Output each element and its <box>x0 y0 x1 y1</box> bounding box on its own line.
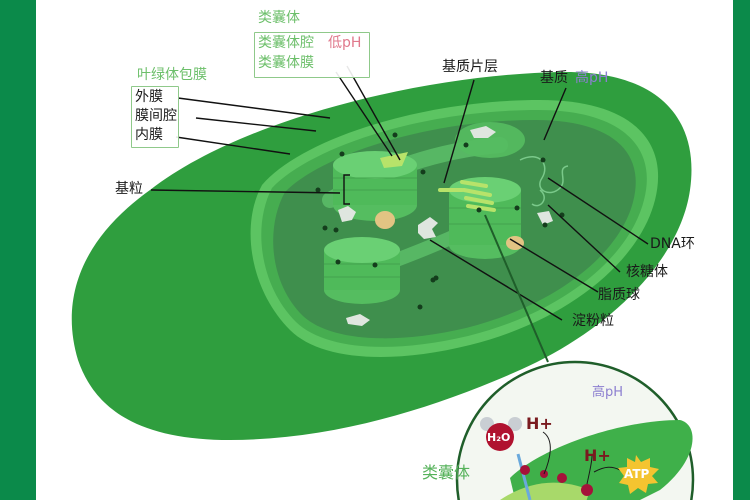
label-ribosome: 核糖体 <box>626 264 668 280</box>
label-thylakoid-lumen: 类囊体腔 <box>258 35 314 51</box>
left-border-band <box>0 0 36 500</box>
granum-stack-4 <box>455 122 525 158</box>
thylakoid-highlight <box>438 180 496 212</box>
label-thylakoid-title: 类囊体 <box>258 10 300 26</box>
label-thylakoid-membrane: 类囊体膜 <box>258 55 314 71</box>
label-stroma: 基质 <box>540 70 568 86</box>
envelope-label-box <box>131 86 179 148</box>
atp-burst <box>618 455 659 494</box>
label-high-ph: 高pH <box>575 70 609 86</box>
granum-stack-2 <box>324 237 400 304</box>
leader-lines <box>150 65 649 321</box>
starch-grains <box>338 126 553 326</box>
label-low-ph: 低pH <box>328 35 362 51</box>
label-stroma-lamella: 基质片层 <box>442 59 498 75</box>
label-plastoglobule: 脂质球 <box>598 287 640 303</box>
label-envelope-title: 叶绿体包膜 <box>137 67 207 83</box>
label-dna-ring: DNA环 <box>650 236 695 252</box>
inset-connector <box>484 214 549 363</box>
inset-label-high-ph: 高pH <box>592 385 624 400</box>
label-granum: 基粒 <box>115 181 143 197</box>
inset-water-molecule: H₂O <box>487 431 511 444</box>
ribosomes <box>315 132 565 310</box>
inset-proton-1: H+ <box>526 414 553 433</box>
thylakoid-label-box <box>254 32 370 78</box>
right-border-band <box>733 0 750 500</box>
inset-atp-label: ATP <box>624 467 650 481</box>
label-intermembrane-space: 膜间腔 <box>135 108 177 124</box>
label-outer-membrane: 外膜 <box>135 89 163 105</box>
inset-zoom-circle <box>455 360 695 500</box>
label-starch-grain: 淀粉粒 <box>572 313 614 329</box>
label-inner-membrane: 内膜 <box>135 127 163 143</box>
inset-label-thylakoid: 类囊体 <box>422 463 471 482</box>
inset-proton-2: H+ <box>584 446 611 465</box>
